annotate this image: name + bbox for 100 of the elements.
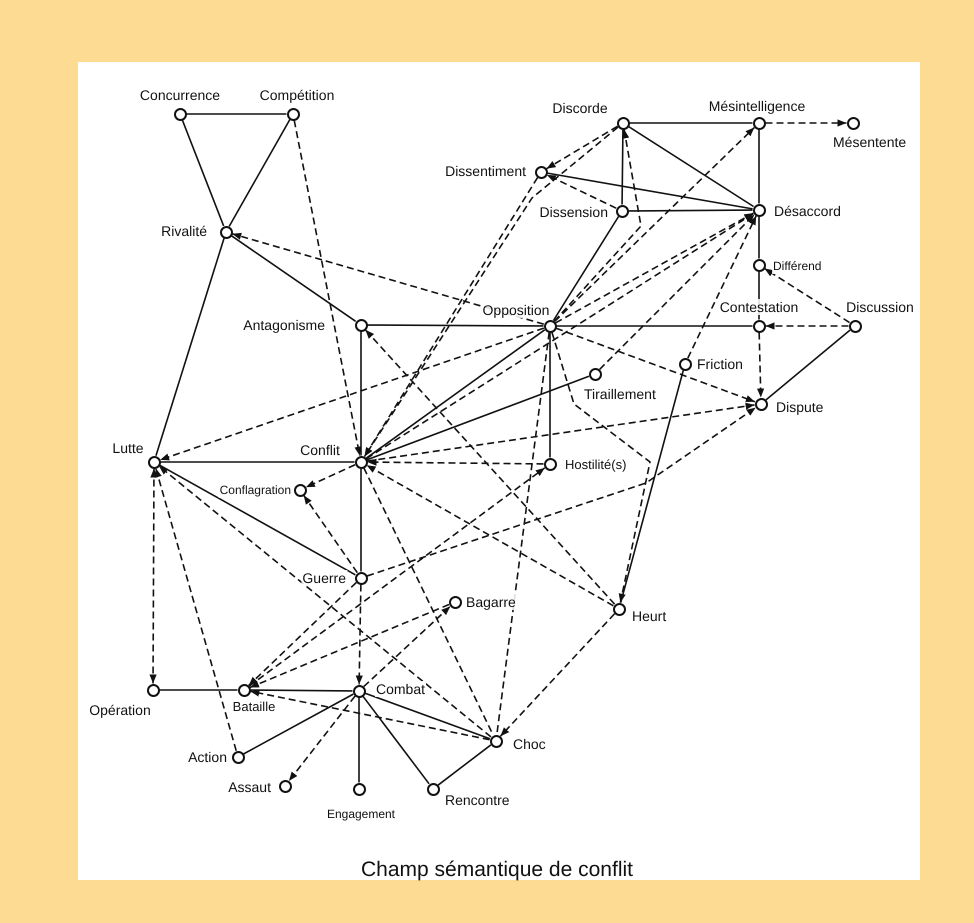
term-label: Opposition [482,302,550,318]
connector-line [552,216,620,321]
term-label: Friction [696,356,744,372]
dashed-connector [687,216,757,358]
connector-line [556,325,752,327]
dashed-connector [546,126,618,170]
connector-line [182,120,224,226]
dashed-connector [500,613,616,737]
term-label: Rencontre [444,792,511,808]
dashed-connector [306,464,356,488]
dashed-connector [766,322,848,330]
term-label: Choc [512,736,547,752]
dashed-connector [496,332,550,735]
dashed-connector [366,212,754,460]
term-label: Mésentente [832,134,908,150]
connector-line [155,238,225,456]
dashed-connector [368,458,544,466]
caption: Champ sémantique de conflit [361,858,633,882]
dashed-connector [766,119,846,127]
term-label: Action [187,749,228,765]
term-label: Contestation [718,299,800,315]
dashed-connector [366,464,614,606]
term-label: Conflagration [218,482,292,498]
connector-line [620,370,684,603]
dashed-connector [364,177,538,457]
term-label: Lutte [111,440,145,456]
term-label: Rivalité [160,223,208,239]
dashed-connector [303,494,358,574]
term-label: Hostilité(s) [564,457,628,473]
connector-line [160,461,354,463]
dashed-connector [293,120,362,456]
dashed-connector [149,468,158,684]
term-label: Concurrence [138,87,222,103]
dashed-connector [363,606,451,688]
term-label: Conflit [299,442,341,458]
dashed-connector [367,402,755,462]
connector-line [186,113,286,115]
dashed-connector [160,327,544,461]
dashed-connector [757,332,764,398]
dashed-connector [366,407,756,577]
term-label: Bagarre [465,594,517,610]
dashed-connector [232,232,544,325]
dashed-connector [248,467,546,687]
term-label: Dissentiment [444,163,527,179]
connector-line [250,689,352,692]
connector-line [360,468,362,572]
term-label: Assaut [227,779,272,795]
term-label: Dispute [775,399,824,415]
connector-line [228,119,290,227]
dashed-connector [546,174,616,209]
term-label: Compétition [258,87,336,103]
connector-line [630,122,752,124]
connector-line [366,376,590,460]
dashed-connector [154,468,237,751]
term-label: Heurt [631,608,668,624]
dashed-connector [554,129,642,322]
dashed-connector [364,329,616,605]
connector-line [230,235,356,322]
term-label: Combat [375,681,426,697]
connector-line [628,209,752,212]
connector-line [366,329,546,459]
term-label: Désaccord [773,203,842,219]
term-label: Tiraillement [583,386,657,402]
dashed-connector [356,584,363,685]
term-label: Opération [88,702,152,718]
connector-line [362,696,430,784]
connector-line [159,464,356,576]
connector-line [766,330,850,400]
dashed-connector [599,214,755,370]
term-label: Discorde [551,100,609,116]
dashed-connector [288,696,356,782]
connector-line [160,689,238,691]
dashed-connector [364,126,618,457]
dashed-connector [250,604,450,688]
connector-line [368,324,544,327]
dashed-connector [248,582,357,686]
dashed-connector [556,328,756,402]
connector-line [628,126,754,208]
term-label: Différend [772,258,822,274]
dashed-connector [551,332,651,603]
connector-line [549,332,551,458]
dashed-connector [555,212,754,324]
connector-line [243,693,354,755]
dashed-connector [554,126,755,322]
connector-line [758,216,760,258]
dashed-connector [250,690,490,740]
connector-line [621,130,624,204]
connector-line [358,698,360,782]
term-label: Discussion [845,299,915,315]
term-label: Mésintelligence [708,98,806,114]
term-label: Dissension [538,204,609,220]
connector-line [438,744,492,786]
connector-line [547,172,753,210]
connector-line [360,332,362,456]
dashed-connector [764,268,850,324]
dashed-connector [158,466,492,738]
connector-line [758,130,760,204]
term-label: Antagonisme [242,317,326,333]
connector-line [364,692,490,740]
term-label: Guerre [301,570,347,586]
